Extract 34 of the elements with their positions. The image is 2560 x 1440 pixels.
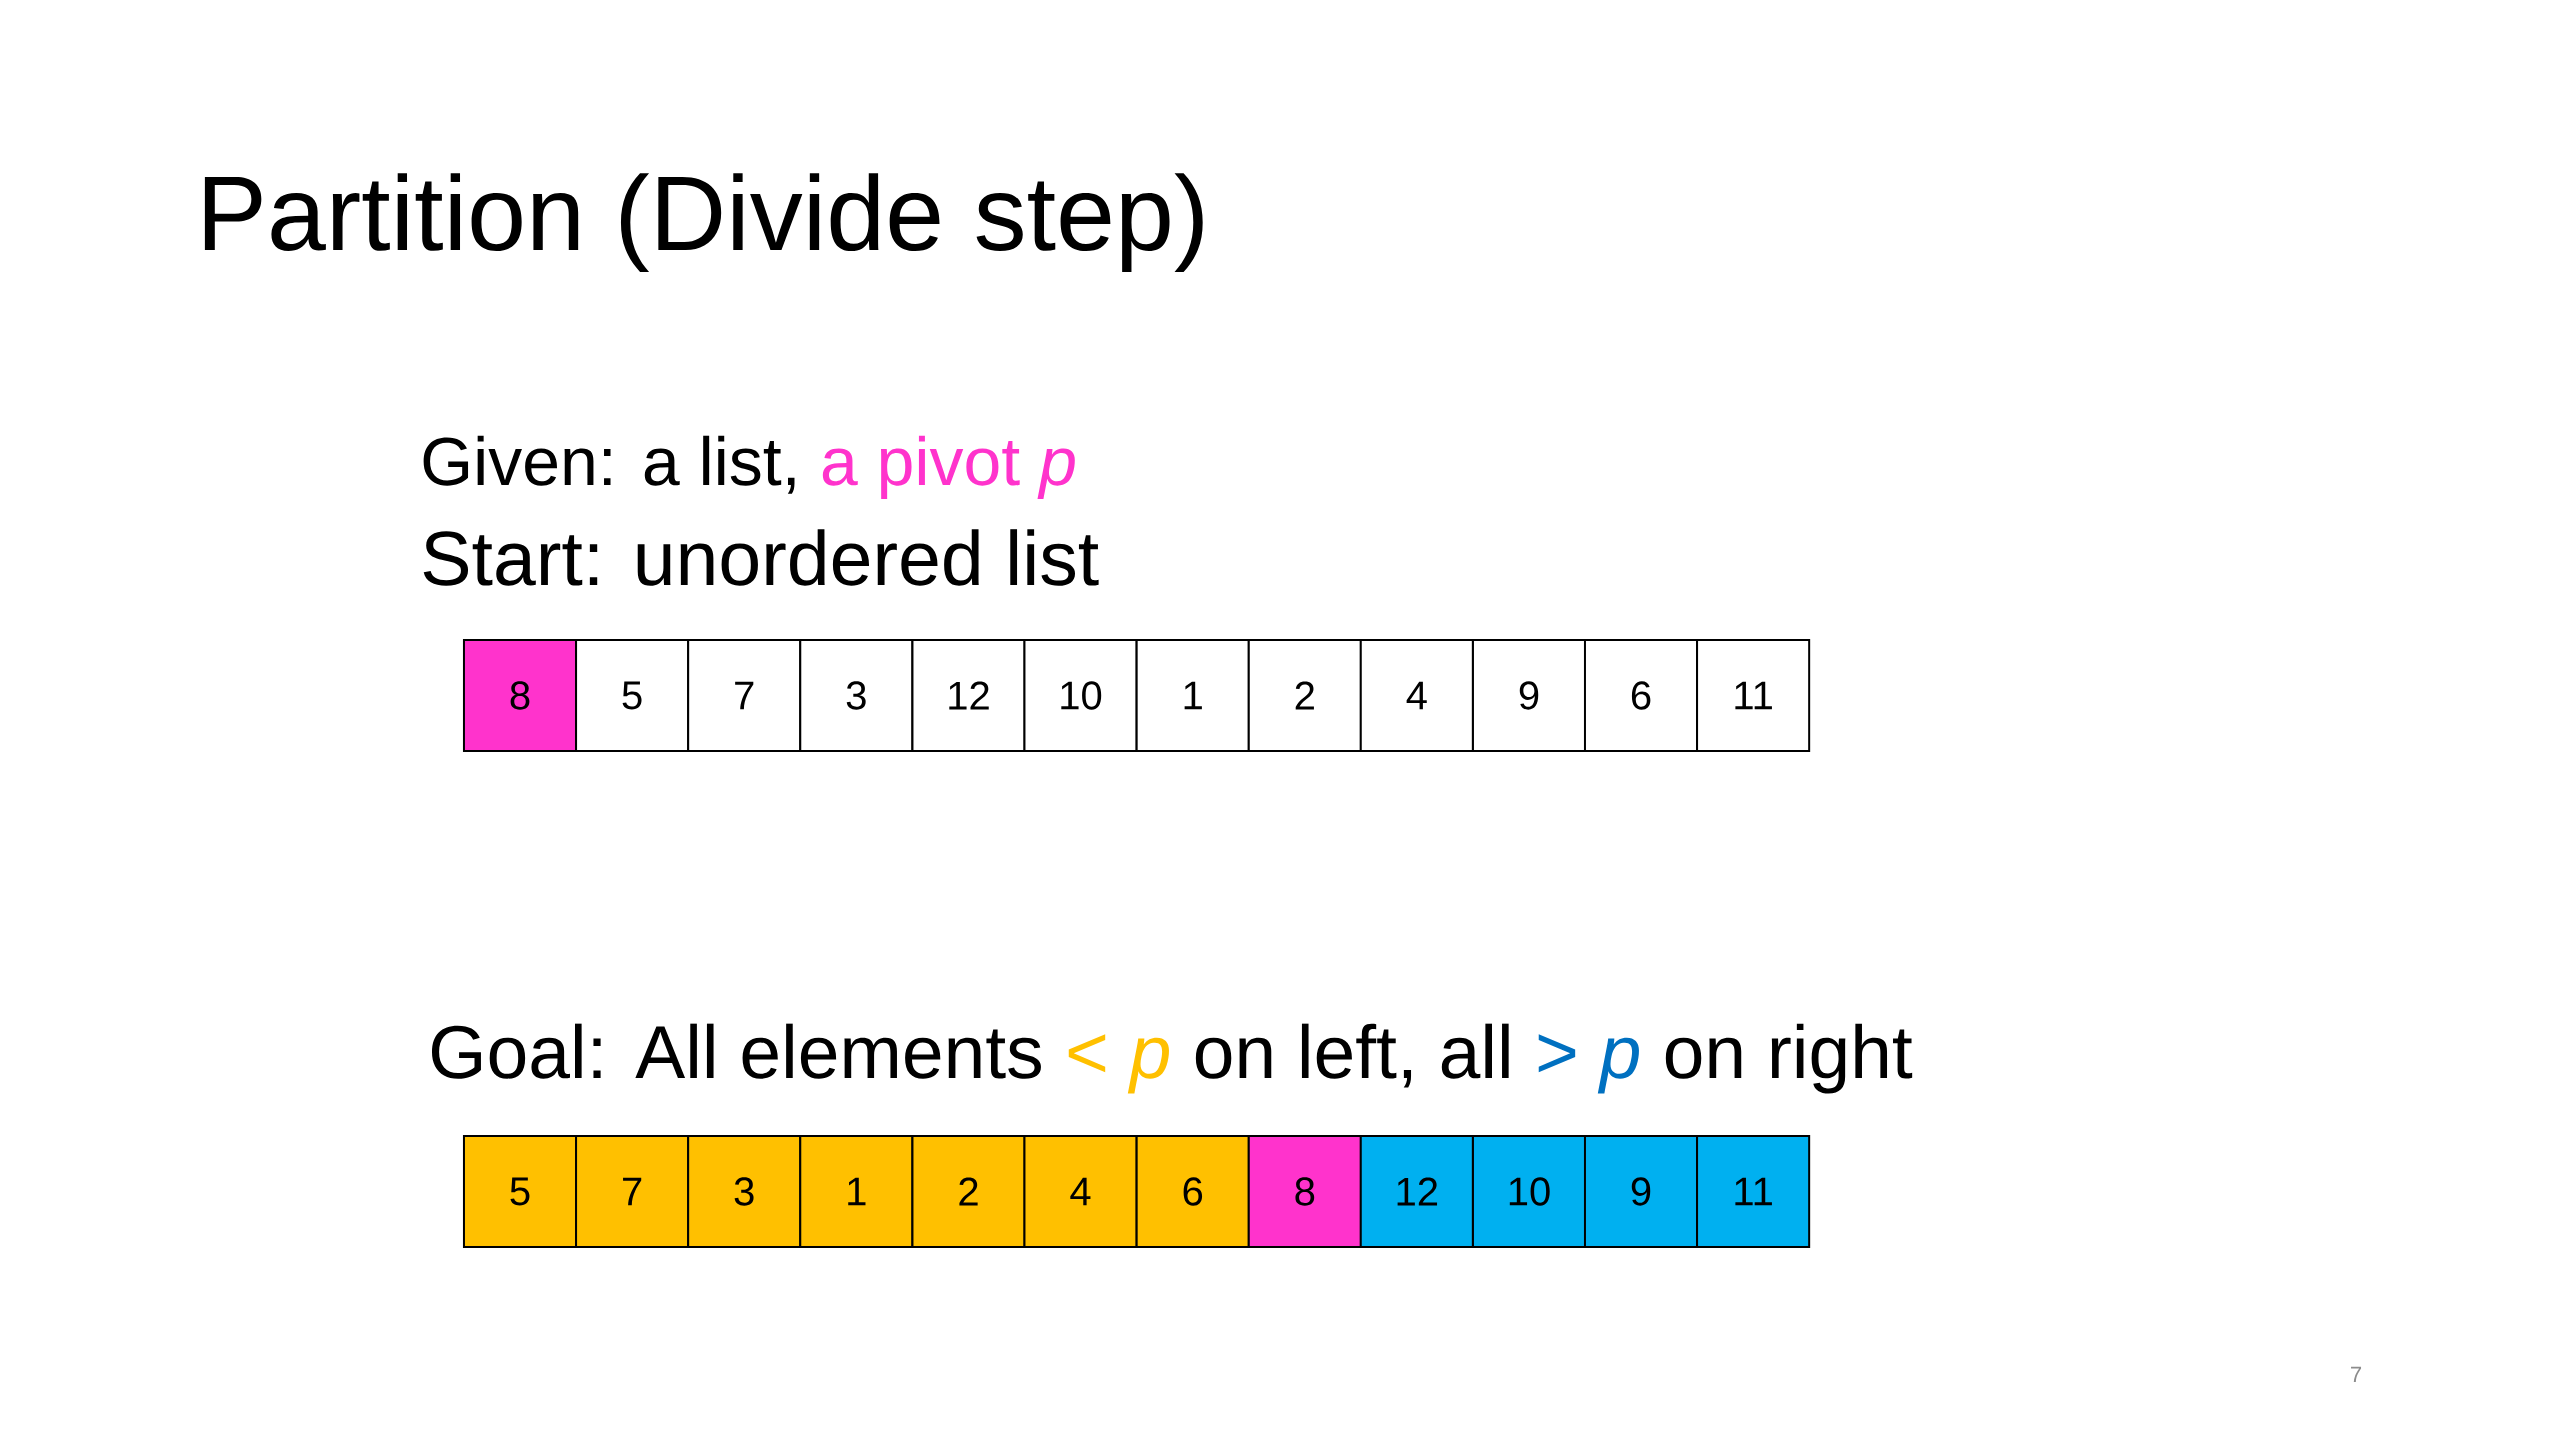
number-cell: 2 <box>1247 639 1362 752</box>
statement-text: on right <box>1665 1023 1913 1094</box>
number-cell: 1 <box>799 1135 914 1248</box>
number-cell: 7 <box>575 1135 690 1248</box>
statement-text: Start: unordered list <box>423 529 1099 586</box>
number-cell: 3 <box>687 1135 802 1248</box>
number-cell: 5 <box>575 639 690 752</box>
number-cell: 9 <box>1583 1135 1699 1248</box>
statement-text: on left, all <box>1195 1023 1509 1088</box>
number-cell: 8 <box>1247 1135 1362 1248</box>
page-number: 7 <box>2351 1366 2362 1382</box>
statement-text: Goal: All elements <box>432 1023 1041 1079</box>
number-cell: 11 <box>1696 639 1811 752</box>
number-cell: 10 <box>1023 639 1138 752</box>
number-cell: 2 <box>911 1135 1026 1248</box>
highlight-text: a pivot p <box>822 435 1075 500</box>
slide-title: Partition (Divide step) <box>204 173 1203 272</box>
number-cell: 5 <box>462 1135 578 1248</box>
number-cell: 1 <box>1135 639 1250 752</box>
number-cell: 12 <box>1359 1135 1474 1248</box>
number-cell: 9 <box>1471 639 1587 752</box>
number-cell: 4 <box>1023 1135 1138 1248</box>
number-cell: 4 <box>1359 639 1474 752</box>
number-cell: 3 <box>799 639 914 752</box>
highlight-text: > p <box>1538 1034 1639 1094</box>
number-cell: 12 <box>911 639 1026 752</box>
number-cell: 8 <box>462 639 578 752</box>
number-cell: 10 <box>1471 1135 1587 1248</box>
number-cell: 6 <box>1135 1135 1250 1248</box>
highlight-text: < p <box>1068 1034 1169 1094</box>
number-cell: 6 <box>1583 639 1699 752</box>
number-cell: 11 <box>1696 1135 1811 1248</box>
number-cell: 7 <box>687 639 802 752</box>
statement-text: Given: a list, <box>423 435 795 494</box>
